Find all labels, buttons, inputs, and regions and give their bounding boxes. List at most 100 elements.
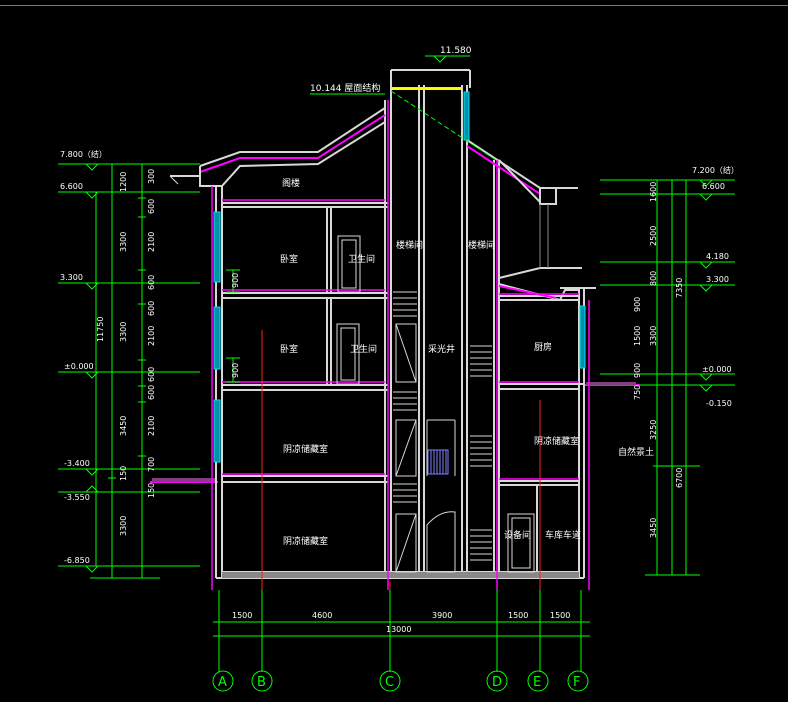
roof-structure-note: 10.144 屋面结构 bbox=[310, 82, 380, 94]
level-label: -3.400 bbox=[64, 459, 90, 468]
axis-label: F bbox=[573, 675, 580, 690]
room-storage-b1-left: 阴凉储藏室 bbox=[283, 443, 328, 455]
dim-text: 3300 bbox=[119, 322, 128, 342]
room-storage-b2: 阴凉储藏室 bbox=[283, 535, 328, 547]
room-garage: 车库车道 bbox=[545, 529, 581, 541]
level-label: 7.800（结） bbox=[60, 149, 107, 159]
room-stair-left: 楼梯间 bbox=[396, 239, 423, 251]
dim-text: 11750 bbox=[96, 317, 105, 342]
dim-text: 4600 bbox=[312, 611, 332, 620]
left-level-markers bbox=[85, 163, 99, 573]
level-label: -0.150 bbox=[706, 399, 732, 408]
dim-text: 1500 bbox=[508, 611, 528, 620]
ground-lines bbox=[150, 382, 640, 483]
left-inner-dims: 300 600 2100 600 600 2100 600 600 2100 7… bbox=[147, 169, 240, 498]
dim-text: 2500 bbox=[649, 226, 658, 246]
dim-text: 2100 bbox=[147, 416, 156, 436]
right-roof bbox=[466, 139, 596, 302]
dim-text: 150 bbox=[147, 483, 156, 498]
room-lightwell: 采光井 bbox=[428, 343, 455, 355]
dim-text: 7350 bbox=[675, 278, 684, 298]
right-level-labels: 7.200（结） 6.600 4.180 3.300 ±0.000 -0.150 bbox=[692, 165, 739, 408]
level-label: 6.600 bbox=[702, 182, 725, 191]
dim-text: 900 bbox=[633, 297, 642, 312]
room-stair-right: 楼梯间 bbox=[468, 239, 495, 251]
left-roof bbox=[169, 107, 386, 187]
axis-label: C bbox=[385, 675, 394, 690]
windows bbox=[213, 91, 586, 463]
axis-label: A bbox=[218, 675, 227, 690]
level-label: 3.300 bbox=[706, 275, 729, 284]
axis-grid-red bbox=[261, 330, 541, 590]
dim-text: 2100 bbox=[147, 326, 156, 346]
room-bedroom-lower: 卧室 bbox=[280, 343, 298, 355]
dim-text: 6700 bbox=[675, 468, 684, 488]
dim-text: 300 bbox=[147, 169, 156, 184]
dim-text: 2100 bbox=[147, 232, 156, 252]
room-attic: 阁楼 bbox=[282, 177, 300, 189]
dim-text: 800 bbox=[649, 271, 658, 286]
room-kitchen: 厨房 bbox=[534, 341, 552, 353]
dim-text: 3450 bbox=[119, 416, 128, 436]
room-bath-upper: 卫生间 bbox=[348, 253, 375, 265]
axis-label: D bbox=[492, 675, 502, 690]
left-level-labels: 7.800（结） 6.600 3.300 ±0.000 -3.400 -3.55… bbox=[60, 149, 107, 565]
stair-grating-bars bbox=[430, 450, 447, 474]
left-outer-dims: 1200 3300 3300 3450 150 3300 11750 bbox=[96, 172, 128, 536]
right-dims: 1600 2500 800 3300 3250 3450 7350 6700 9… bbox=[633, 182, 684, 538]
dim-text: 600 bbox=[147, 301, 156, 316]
bottom-dims: 1500 4600 3900 1500 1500 13000 bbox=[232, 611, 570, 634]
axis-label: E bbox=[533, 675, 541, 690]
dim-text: 1500 bbox=[633, 326, 642, 346]
axis-label: B bbox=[257, 675, 266, 690]
dim-text: 1200 bbox=[119, 172, 128, 192]
dim-text: 600 bbox=[147, 385, 156, 400]
room-bath-lower: 卫生间 bbox=[350, 343, 377, 355]
axis-labels: A B C D E F bbox=[218, 675, 580, 690]
dim-text: 1500 bbox=[232, 611, 252, 620]
foundation-slab bbox=[222, 572, 579, 578]
dim-text: 700 bbox=[147, 457, 156, 472]
dim-text: 3300 bbox=[649, 326, 658, 346]
sightline bbox=[390, 90, 500, 163]
dim-text: 600 bbox=[147, 275, 156, 290]
dim-text: 900 bbox=[231, 363, 240, 378]
right-dimension-chain bbox=[600, 179, 735, 576]
dim-text: 1500 bbox=[550, 611, 570, 620]
room-storage-b1-right: 阴凉储藏室 bbox=[534, 435, 579, 447]
level-label: -3.550 bbox=[64, 493, 90, 502]
window-top-border bbox=[0, 0, 788, 6]
level-label: ±0.000 bbox=[702, 365, 732, 374]
dim-text: 1600 bbox=[649, 182, 658, 202]
top-elevation: 11.580 bbox=[440, 46, 472, 56]
dim-text: 13000 bbox=[386, 625, 411, 634]
top-elevation-marker bbox=[433, 55, 447, 63]
level-label: 4.180 bbox=[706, 252, 729, 261]
dim-text: 900 bbox=[633, 363, 642, 378]
doors bbox=[336, 235, 535, 573]
dim-text: 150 bbox=[119, 466, 128, 481]
section-cut-lines bbox=[211, 100, 590, 590]
dim-text: 3300 bbox=[119, 232, 128, 252]
stair-treads bbox=[393, 291, 492, 561]
dim-text: 3250 bbox=[649, 420, 658, 440]
dim-text: 600 bbox=[147, 199, 156, 214]
level-label: 7.200（结） bbox=[692, 165, 739, 175]
axis-bubbles bbox=[212, 670, 589, 692]
room-bedroom-upper: 卧室 bbox=[280, 253, 298, 265]
level-label: -6.850 bbox=[64, 556, 90, 565]
dim-text: 3300 bbox=[119, 516, 128, 536]
room-utility: 设备间 bbox=[504, 529, 531, 541]
level-label: 6.600 bbox=[60, 182, 83, 191]
stair-grating bbox=[427, 449, 449, 475]
dim-text: 900 bbox=[231, 273, 240, 288]
dim-text: 750 bbox=[633, 385, 642, 400]
natural-grade-label: 自然景土 bbox=[618, 446, 654, 458]
bottom-dimension-chain bbox=[213, 590, 590, 672]
level-label: 3.300 bbox=[60, 273, 83, 282]
left-dimension-chain bbox=[58, 163, 200, 579]
level-label: ±0.000 bbox=[64, 362, 94, 371]
dim-text: 3900 bbox=[432, 611, 452, 620]
sill-marks bbox=[226, 269, 240, 383]
